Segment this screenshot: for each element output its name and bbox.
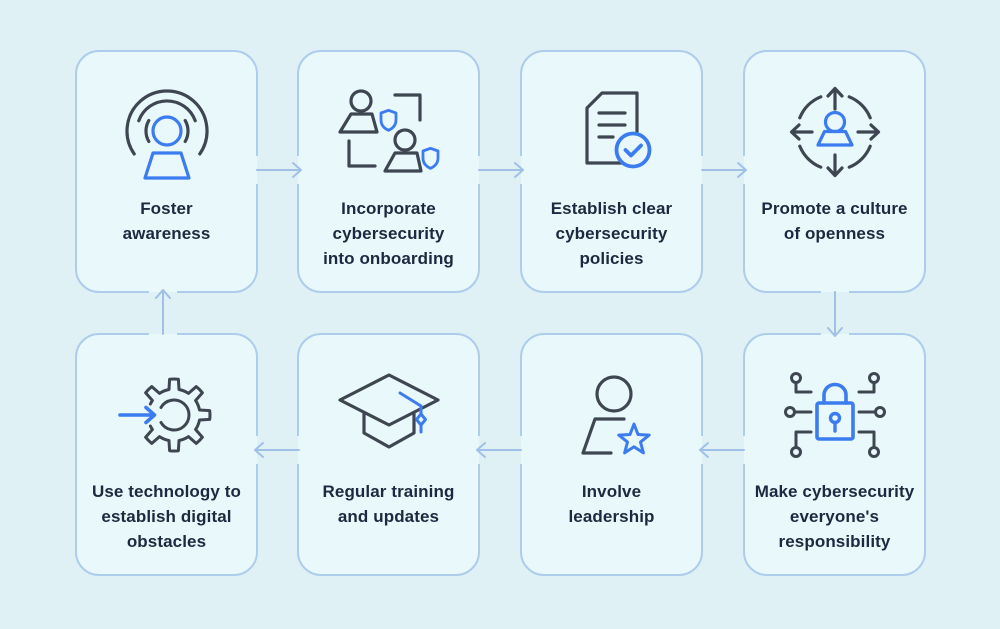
card-policies: Establish clear cybersecurity policies [520, 50, 703, 293]
card-responsibility: Make cybersecurity everyone's responsibi… [743, 333, 926, 576]
card-foster-awareness: Foster awareness [75, 50, 258, 293]
flow-arrow-down [827, 291, 843, 337]
awareness-broadcast-icon [117, 76, 217, 188]
document-check-icon [562, 76, 662, 188]
card-technology: Use technology to establish digital obst… [75, 333, 258, 576]
card-label: Establish clear cybersecurity policies [550, 199, 673, 268]
flow-arrow-left-2 [476, 442, 522, 458]
card-label: Regular training and updates [322, 482, 455, 526]
card-openness: Promote a culture of openness [743, 50, 926, 293]
flow-arrow-right-1 [256, 162, 302, 178]
card-label: Foster awareness [122, 199, 211, 243]
flow-arrow-left-3 [254, 442, 300, 458]
flow-arrow-up [155, 289, 171, 335]
gear-arrow-icon [112, 359, 222, 471]
border-gap [739, 436, 751, 464]
lock-circuit-icon [780, 359, 890, 471]
person-star-icon [562, 359, 662, 471]
card-label: Promote a culture of openness [761, 199, 908, 243]
card-label: Use technology to establish digital obst… [91, 482, 242, 551]
card-onboarding: Incorporate cybersecurity into onboardin… [297, 50, 480, 293]
person-arrows-icon [785, 76, 885, 188]
card-label: Involve leadership [568, 482, 655, 526]
flow-arrow-right-3 [701, 162, 747, 178]
card-training: Regular training and updates [297, 333, 480, 576]
card-label: Incorporate cybersecurity into onboardin… [323, 199, 454, 268]
flow-arrow-right-2 [478, 162, 524, 178]
card-leadership: Involve leadership [520, 333, 703, 576]
border-gap [516, 436, 528, 464]
people-shields-icon [335, 76, 443, 188]
card-label: Make cybersecurity everyone's responsibi… [754, 482, 915, 551]
graduation-cap-icon [334, 359, 444, 471]
border-gap [149, 329, 177, 341]
flow-arrow-left-1 [699, 442, 745, 458]
